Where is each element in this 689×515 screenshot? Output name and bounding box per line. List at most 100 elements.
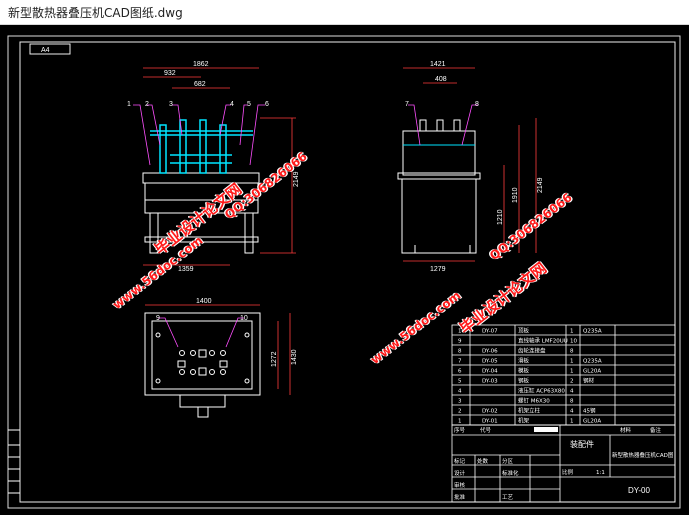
bom-cell-name: 模板 (518, 367, 530, 375)
bom-header-material: 材料 (620, 426, 632, 434)
tb-label-zone: 分区 (502, 457, 514, 465)
callout-2: 2 (145, 101, 149, 108)
bom-cell-name: 直线轴承 LMF20UU (518, 337, 568, 345)
bom-cell-code: DY-07 (482, 329, 498, 335)
bom-cell-code: DY-03 (482, 379, 498, 385)
edge-ruler-marks (8, 429, 20, 494)
bom-cell-no: 10 (458, 329, 465, 335)
bom-cell-name: 顶板 (518, 327, 530, 335)
bom-cell-no: 6 (458, 369, 462, 375)
bom-cell-code: DY-01 (482, 419, 498, 425)
bom-cell-no: 5 (458, 379, 462, 385)
tb-label-standard: 标准化 (502, 469, 519, 477)
bom-cell-material: 45钢 (583, 407, 596, 415)
tb-drawing-no: DY-00 (628, 486, 650, 495)
bom-cell-name: 钢板 (518, 377, 530, 385)
bom-cell-no: 3 (458, 399, 462, 405)
bom-cell-material: GL20A (583, 419, 601, 425)
bom-cell-qty: 8 (570, 349, 574, 355)
bom-cell-name: 机架 (518, 417, 530, 425)
callout-5: 5 (247, 101, 251, 108)
bom-cell-material: 钢材 (583, 377, 595, 385)
tb-label-count: 处数 (477, 457, 489, 465)
tb-label-process: 工艺 (502, 494, 514, 501)
bom-cell-qty: 10 (570, 339, 577, 345)
bom-cell-qty: 1 (570, 369, 574, 375)
bom-row: 3 螺钉 M6X30 8 (458, 397, 574, 405)
bom-row: 6 DY-04 模板 1 GL20A (458, 367, 601, 375)
bom-cell-qty: 4 (570, 389, 574, 395)
bom-cell-qty: 1 (570, 419, 574, 425)
bom-cell-no: 7 (458, 359, 462, 365)
bom-cell-name: 机架立柱 (518, 407, 541, 415)
dim-side-height: 2149 (537, 177, 544, 193)
bom-cell-code: DY-06 (482, 349, 498, 355)
bom-row: 10 DY-07 顶板 1 Q235A (458, 327, 602, 335)
window-titlebar: 新型散热器叠压机CAD图纸.dwg (0, 0, 689, 25)
dim-top-1272: 1272 (271, 351, 278, 367)
tb-scale: 1:1 (596, 470, 605, 476)
tb-label-design: 设计 (454, 469, 466, 477)
bom-cell-name: 螺钉 M6X30 (518, 397, 550, 405)
bom-row: 1 DY-01 机架 1 GL20A (458, 417, 601, 425)
bom-cell-code: DY-02 (482, 409, 498, 415)
dim-front-base: 1359 (178, 266, 194, 273)
title-block: 序号 代号 材料 备注 标记 处数 分区 设计 标准化 审核 批准 工艺 比例 … (451, 424, 676, 503)
bom-cell-qty: 1 (570, 359, 574, 365)
bom-cell-no: 9 (458, 339, 462, 345)
dim-side-base: 1279 (430, 266, 446, 273)
tb-label-mark: 标记 (454, 457, 466, 465)
dim-top-width: 1400 (196, 298, 212, 305)
bom-cell-name: 齿轮连接盘 (518, 347, 546, 355)
bom-cell-name: 滑板 (518, 357, 530, 365)
top-view: 1400 1272 1430 9 10 (144, 298, 298, 418)
tb-label-approve: 批准 (454, 493, 466, 501)
bom-row: 7 DY-05 滑板 1 Q235A (458, 357, 602, 365)
bom-cell-name: 液压缸 ACP63X80 (518, 387, 565, 395)
side-view: 1421 408 1279 1910 2149 1210 7 8 (397, 61, 544, 273)
dim-side-width: 1421 (430, 61, 446, 68)
dim-top-1430: 1430 (291, 349, 298, 365)
callout-1: 1 (127, 101, 131, 108)
tb-scale-label: 比例 (562, 468, 574, 476)
bom-cell-code: DY-05 (482, 359, 498, 365)
callout-8: 8 (475, 101, 479, 108)
bom-cell-qty: 4 (570, 409, 574, 415)
bom-cell-material: GL20A (583, 369, 601, 375)
bom-header-remark: 备注 (650, 426, 662, 434)
dim-front-half: 932 (164, 70, 176, 77)
bom-cell-code: DY-04 (482, 369, 498, 375)
dim-front-width: 1862 (193, 61, 209, 68)
bom-header-code: 代号 (480, 426, 492, 434)
bom-header-no: 序号 (454, 426, 466, 434)
bom-cell-no: 2 (458, 409, 462, 415)
dim-front-inner: 682 (194, 81, 206, 88)
tb-label-review: 审核 (454, 481, 466, 489)
bom-cell-material: Q235A (583, 359, 602, 365)
bom-row: 2 DY-02 机架立柱 4 45钢 (458, 407, 596, 415)
callout-7: 7 (405, 101, 409, 108)
bom-cell-qty: 8 (570, 399, 574, 405)
callout-9: 9 (156, 315, 160, 322)
dim-side-1210: 1210 (497, 209, 504, 225)
callout-3: 3 (169, 101, 173, 108)
front-view: 1862 932 682 1359 2149 1 2 3 4 5 6 (127, 61, 300, 273)
bom-cell-material: Q235A (583, 329, 602, 335)
dim-side-inner: 408 (435, 76, 447, 83)
cad-drawing[interactable]: A4 (0, 25, 689, 515)
bom-cell-no: 1 (458, 419, 462, 425)
dim-front-height: 2149 (293, 171, 300, 187)
dim-side-1910: 1910 (512, 187, 519, 203)
tb-assembly-label: 装配件 (570, 439, 594, 449)
callout-4: 4 (230, 101, 234, 108)
bom-cell-qty: 1 (570, 329, 574, 335)
window-title: 新型散热器叠压机CAD图纸.dwg (8, 6, 183, 20)
callout-6: 6 (265, 101, 269, 108)
cad-canvas[interactable]: A4 (0, 25, 689, 515)
tb-title: 新型散热器叠压机CAD图 (612, 451, 674, 459)
sheet-tag: A4 (41, 47, 50, 54)
